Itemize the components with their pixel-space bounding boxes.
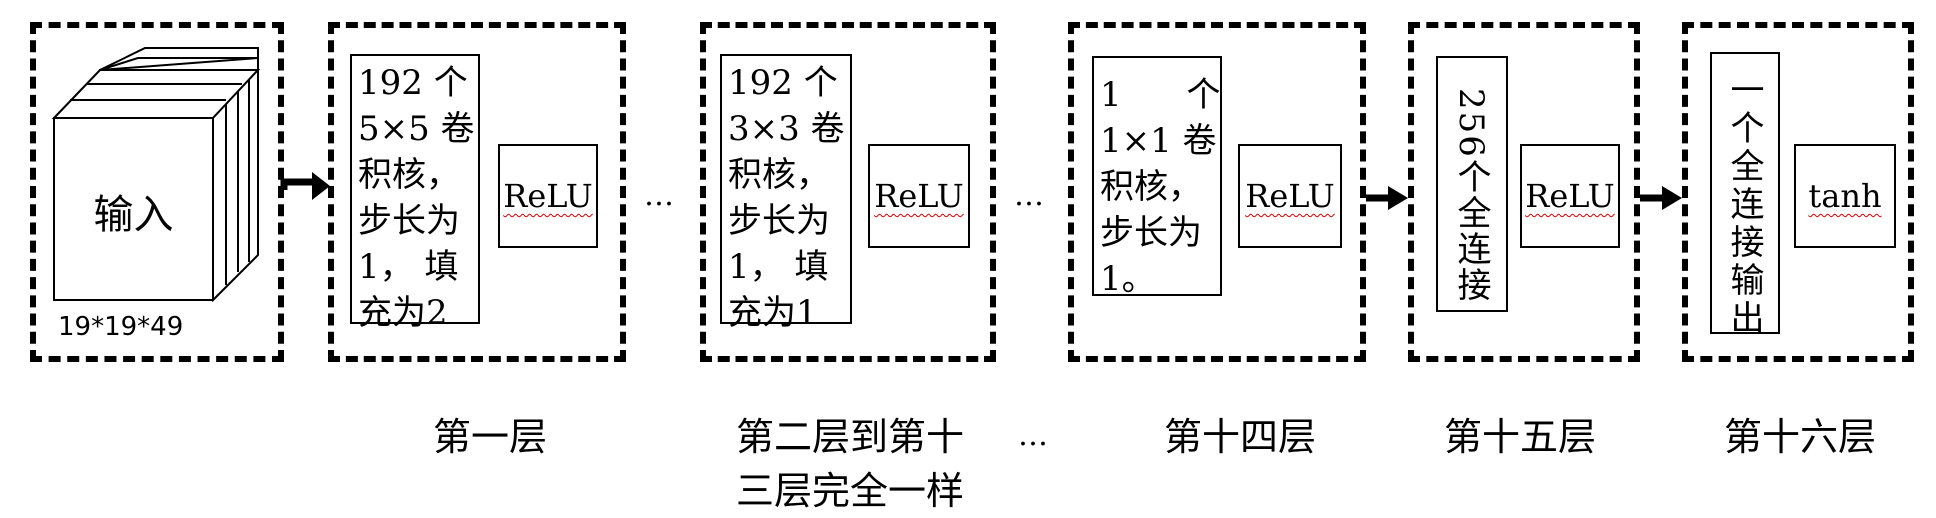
layer2-13-relu-label: ReLU: [868, 180, 970, 212]
layer15-block: [1408, 22, 1640, 362]
ellipsis-between-13-14: …: [1014, 178, 1048, 213]
layer1-kernel-text: 192 个 5×5 卷 积核， 步长为 1， 填 充为2: [358, 60, 475, 336]
layer1-kernel-line: 1， 填: [358, 247, 459, 287]
input-dims: 19*19*49: [58, 312, 184, 342]
layer2-13-kernel-line: 充为1: [728, 293, 818, 333]
layer14-kernel-line: 1 个: [1100, 75, 1221, 115]
arrow-layer15-to-layer16: [1640, 186, 1682, 210]
layer15-relu-label: ReLU: [1520, 180, 1620, 212]
layer2-13-kernel-text: 192 个 3×3 卷 积核， 步长为 1， 填 充为1: [728, 60, 845, 336]
layer14-kernel-box: [1092, 56, 1222, 296]
layer2-13-kernel-line: 1， 填: [728, 247, 829, 287]
layer1-kernel-line: 5×5 卷: [358, 109, 475, 149]
ellipsis-between-1-2: …: [644, 178, 678, 213]
layer14-kernel-line: 1×1 卷: [1100, 121, 1217, 161]
layer1-kernel-line: 充为2: [358, 293, 448, 333]
layer14-relu-text: ReLU: [1245, 177, 1335, 215]
layer1-block: [328, 22, 626, 362]
input-block: [30, 22, 284, 362]
caption-ellipsis: …: [1018, 418, 1052, 453]
layer2-13-relu-box: [868, 144, 970, 248]
layer14-relu-label: ReLU: [1238, 180, 1342, 212]
caption-layer2-13-line: 第二层到第十: [735, 415, 964, 459]
arrow-input-to-layer1: [280, 172, 330, 200]
caption-layer2-13: 第二层到第十 三层完全一样: [710, 410, 990, 518]
layer15-relu-text: ReLU: [1525, 177, 1615, 215]
layer1-kernel-line: 192 个: [358, 63, 468, 103]
layer16-fc-box: [1710, 52, 1780, 334]
input-label: 输入: [93, 192, 174, 238]
caption-layer16: 第十六层: [1723, 415, 1876, 459]
caption-layer1: 第一层: [432, 415, 547, 459]
layer16-block: [1682, 22, 1914, 362]
layer2-13-kernel-line: 192 个: [728, 63, 838, 103]
layer1-relu-box: [498, 144, 598, 248]
layer1-relu-text: ReLU: [503, 177, 593, 215]
layer1-relu-label: ReLU: [498, 180, 598, 212]
layer14-kernel-line: 积核，: [1100, 167, 1202, 207]
layer14-kernel-line: 步长为: [1100, 213, 1202, 253]
layer2-13-kernel-line: 步长为: [728, 201, 830, 241]
layer1-kernel-box: [350, 54, 480, 324]
layer14-block: [1068, 22, 1366, 362]
layer2-13-block: [700, 22, 996, 362]
input-cube-icon: [51, 47, 261, 303]
layer14-relu-box: [1238, 144, 1342, 248]
layer16-act-label: tanh: [1794, 180, 1896, 212]
layer2-13-relu-text: ReLU: [874, 177, 964, 215]
layer16-act-text: tanh: [1808, 177, 1882, 215]
caption-layer15: 第十五层: [1443, 415, 1596, 459]
layer14-kernel-line: 1。: [1100, 259, 1156, 299]
layer1-kernel-line: 步长为: [358, 201, 460, 241]
layer1-kernel-line: 积核，: [358, 155, 460, 195]
layer14-kernel-text: 1 个 1×1 卷 积核， 步长为 1。: [1100, 72, 1220, 302]
caption-layer2-13-line: 三层完全一样: [735, 469, 964, 513]
layer16-fc-text: 一个全连接输出: [1724, 72, 1764, 338]
layer15-fc-box: [1436, 56, 1508, 312]
layer2-13-kernel-line: 积核，: [728, 155, 830, 195]
layer15-fc-text: 256个全连接: [1451, 88, 1491, 303]
arrow-layer14-to-layer15: [1366, 186, 1408, 210]
layer2-13-kernel-line: 3×3 卷: [728, 109, 845, 149]
caption-layer14: 第十四层: [1163, 415, 1316, 459]
layer2-13-kernel-box: [720, 54, 852, 324]
layer16-act-box: [1794, 144, 1896, 248]
layer15-relu-box: [1520, 144, 1620, 248]
